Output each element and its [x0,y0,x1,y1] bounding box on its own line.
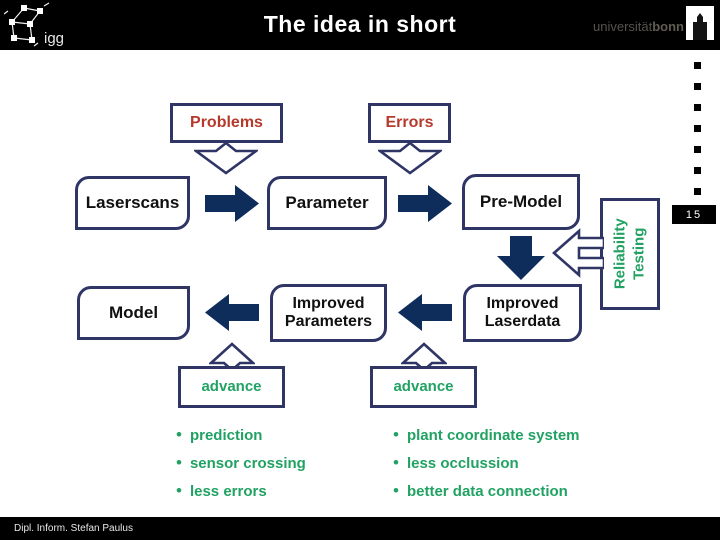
author-credit: Dipl. Inform. Stefan Paulus [14,523,133,534]
margin-square-icon [694,62,701,69]
pre-model-box: Pre-Model [462,174,580,230]
hollow-down-arrow-icon [192,141,260,181]
bullet-icon: • [393,481,399,500]
advance-label: advance [393,377,454,395]
parameter-box: Parameter [267,176,387,230]
margin-square-icon [694,125,701,132]
footer-bar: Dipl. Inform. Stefan Paulus [0,517,720,540]
bullet-icon: • [176,453,182,472]
hollow-down-arrow-icon [376,141,444,181]
university-logo-text: universitätbonn [592,19,684,34]
advance-box-left: advance [178,366,285,408]
problems-box: Problems [170,103,283,143]
parameter-label: Parameter [285,193,369,213]
benefit-list-left: • prediction • sensor crossing • less er… [176,421,306,505]
improved-laserdata-label-line1: Improved [486,295,559,313]
hollow-left-arrow-icon [552,222,606,289]
laserscans-box: Laserscans [75,176,190,230]
advance-box-right: advance [370,366,477,408]
margin-square-icon [694,83,701,90]
bullet-icon: • [393,425,399,444]
pre-model-label: Pre-Model [479,192,563,212]
university-bonn-logo: universitätbonn [593,6,714,40]
reliability-testing-label: Reliability Testing [611,218,648,290]
bullet-icon: • [176,425,182,444]
right-arrow-icon [398,185,452,227]
slide-number-badge: 15 [672,205,716,224]
advance-label: advance [201,377,262,395]
list-item: • less occlussion [393,453,519,472]
right-arrow-icon [205,185,259,227]
slide-title: The idea in short [263,11,457,37]
igg-logo-icon: igg [3,2,66,53]
margin-square-icon [694,104,701,111]
left-arrow-icon [205,294,259,336]
improved-parameters-label-line2: Parameters [284,313,373,330]
university-tower-icon [686,6,714,40]
list-item: • sensor crossing [176,453,306,472]
improved-parameters-box: Improved Parameters [270,284,387,342]
margin-square-icon [694,167,701,174]
errors-box: Errors [368,103,451,143]
benefit-list-right: • plant coordinate system • less occluss… [393,421,580,505]
margin-square-icon [694,146,701,153]
header-bar: igg The idea in short universitätbonn [0,0,720,50]
hollow-up-arrow-icon [399,342,449,377]
reliability-testing-box: Reliability Testing [600,198,660,310]
list-item: • less errors [176,481,267,500]
bullet-icon: • [393,453,399,472]
hollow-up-arrow-icon [207,342,257,377]
improved-laserdata-box: Improved Laserdata [463,284,582,342]
list-item: • better data connection [393,481,568,500]
model-label: Model [108,303,159,323]
improved-parameters-label-line1: Improved [292,295,365,313]
left-arrow-icon [398,294,452,336]
bullet-icon: • [176,481,182,500]
problems-label: Problems [190,114,263,132]
model-box: Model [77,286,190,340]
errors-label: Errors [385,114,434,132]
margin-square-icon [694,188,701,195]
improved-laserdata-label-line2: Laserdata [484,313,561,330]
laserscans-label: Laserscans [85,193,180,213]
igg-logo-text: igg [44,30,64,47]
down-arrow-icon [497,236,545,285]
list-item: • prediction [176,425,263,444]
list-item: • plant coordinate system [393,425,580,444]
